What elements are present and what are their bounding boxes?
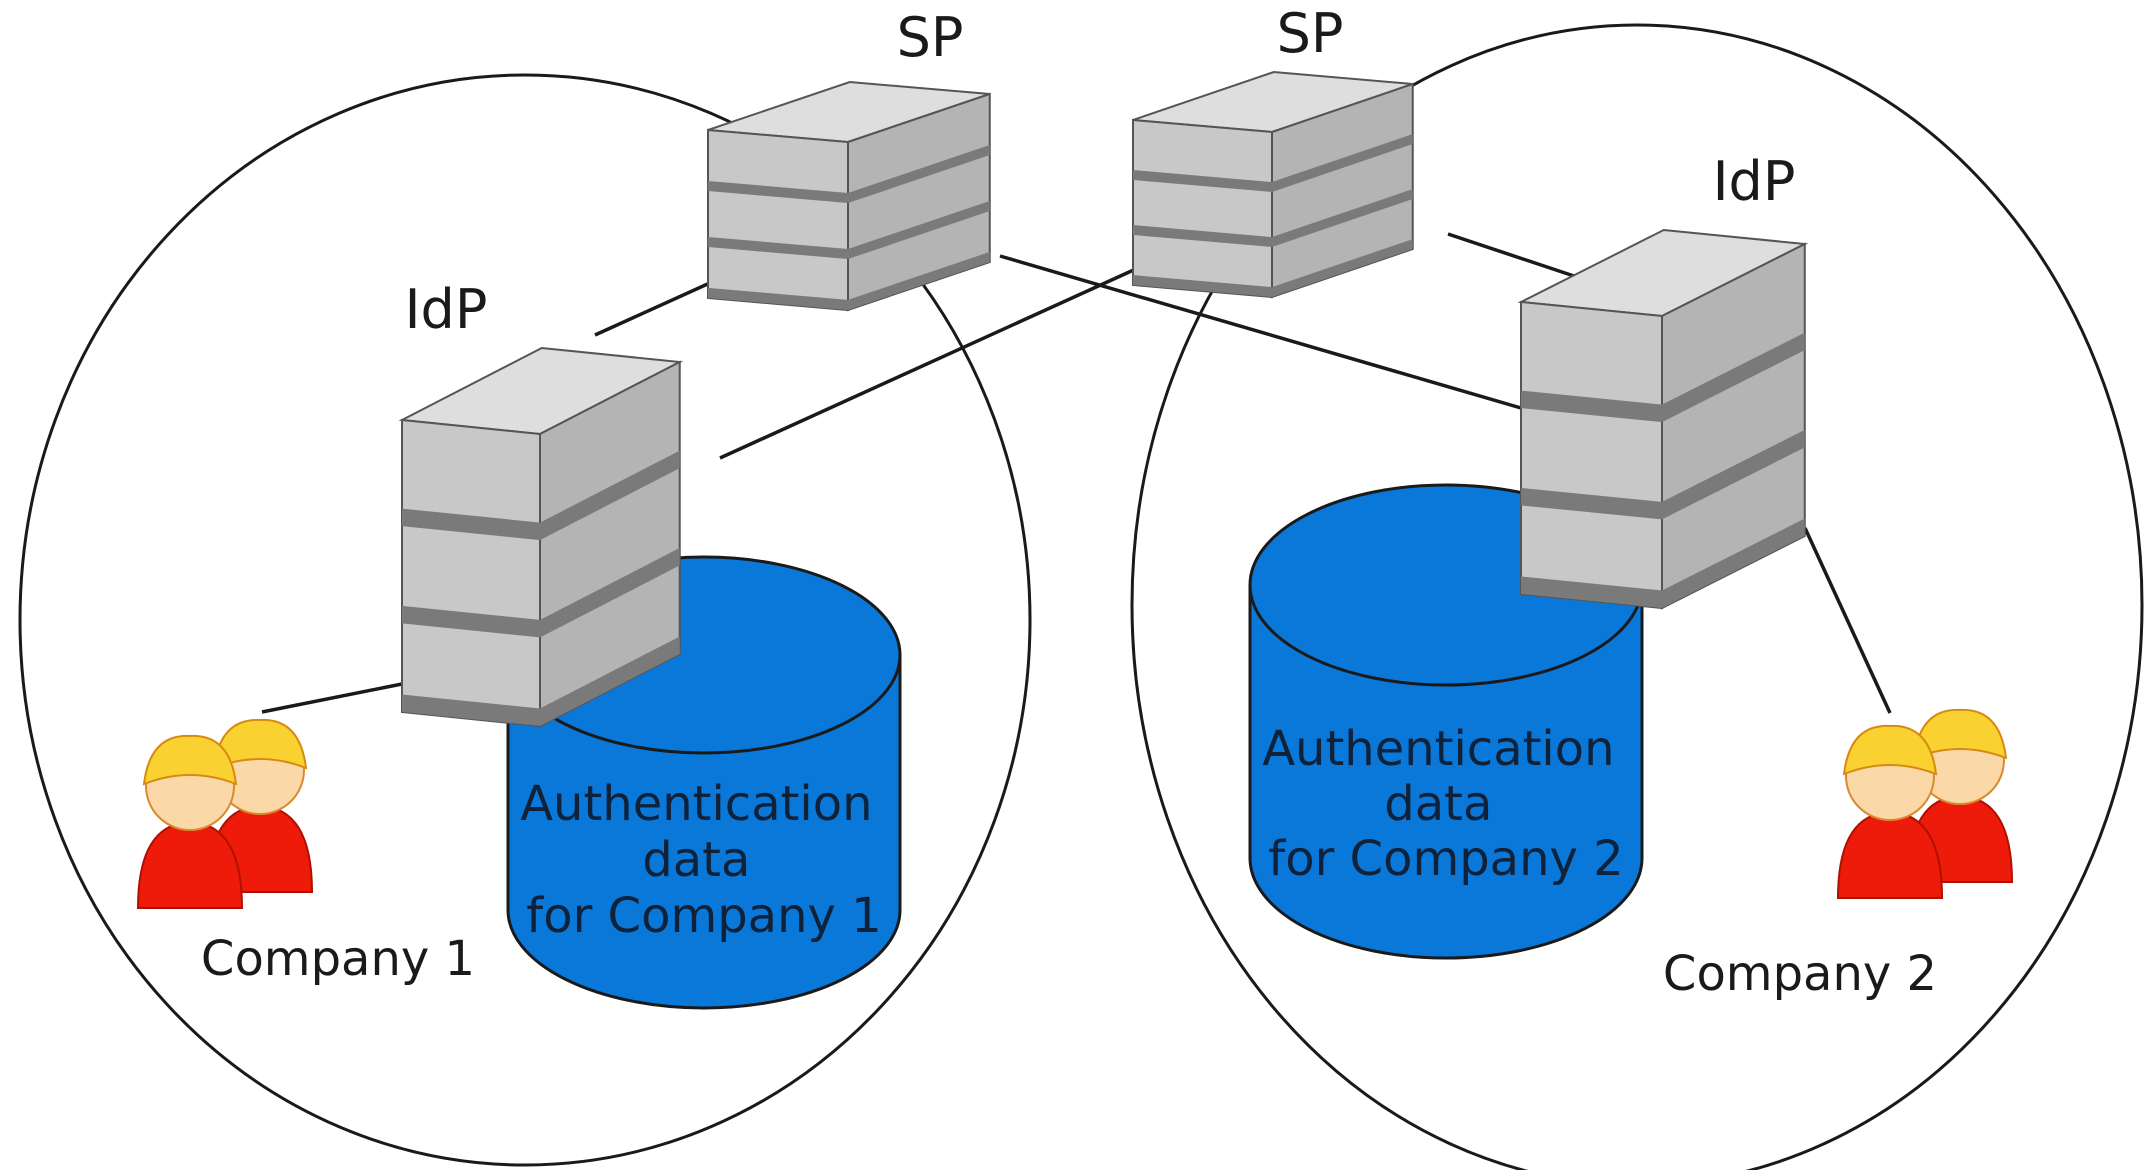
server-band [1521,518,1805,608]
sp-right-label: SP [1277,2,1344,65]
user-helmet [212,718,308,770]
server-band [1521,332,1805,423]
database-icon: Authentication data for Company 2 [1248,483,1644,960]
users-icon-company2 [1836,708,2014,899]
server-icon-idp-right [1517,228,1809,610]
server-front-face [1132,118,1273,299]
server-band [402,636,680,726]
server-band [1133,239,1413,297]
company2-boundary [1130,23,2144,1170]
server-icon-sp-left [707,80,991,312]
server-band [708,200,990,260]
idp-right-label: IdP [1713,150,1796,213]
link-sp-left-idp2 [999,254,1522,410]
company1-label: Company 1 [201,931,475,987]
db2-rim [1248,584,1644,687]
server-front-face [401,418,541,728]
company1-boundary [18,73,1032,1167]
svg-text:Authentication data: Authentication data for Company 1 [520,776,888,944]
users-icon-company1 [136,718,314,909]
server-icon-sp-right [1132,70,1414,299]
server-icon-idp-left [398,346,684,728]
link-idp2-users2 [1803,527,1892,714]
server-front-face [1520,300,1663,610]
db2-body [1248,483,1644,960]
sp-left-label: SP [897,6,964,69]
db2-line-1: Authentication [1262,721,1614,777]
server-band [1521,429,1805,520]
server-band [708,144,990,204]
connection-lines [261,232,1892,714]
db1-line-2: data [642,832,750,888]
link-idp1-users1 [261,682,403,714]
server-front-face [707,128,849,312]
user-helmet [142,734,238,786]
db1-line-1: Authentication [520,776,872,832]
idp-left-label: IdP [405,278,488,341]
svg-text:Authentication data: Authentication data for Company 2 [1262,721,1630,887]
server-band [1133,134,1413,192]
link-idp1-sp-left [594,280,713,337]
server-band [708,251,990,310]
db2-line-2: data [1384,776,1492,832]
server-band [402,450,680,541]
server-band [402,547,680,638]
user-helmet [1842,724,1938,776]
db2-line-3: for Company 2 [1268,831,1623,887]
link-idp1-sp-right [719,266,1139,460]
db1-line-3: for Company 1 [526,888,881,944]
user-helmet [1912,708,2008,760]
server-band [1133,189,1413,247]
company2-label: Company 2 [1663,946,1937,1002]
link-sp-right-idp2 [1447,232,1587,282]
